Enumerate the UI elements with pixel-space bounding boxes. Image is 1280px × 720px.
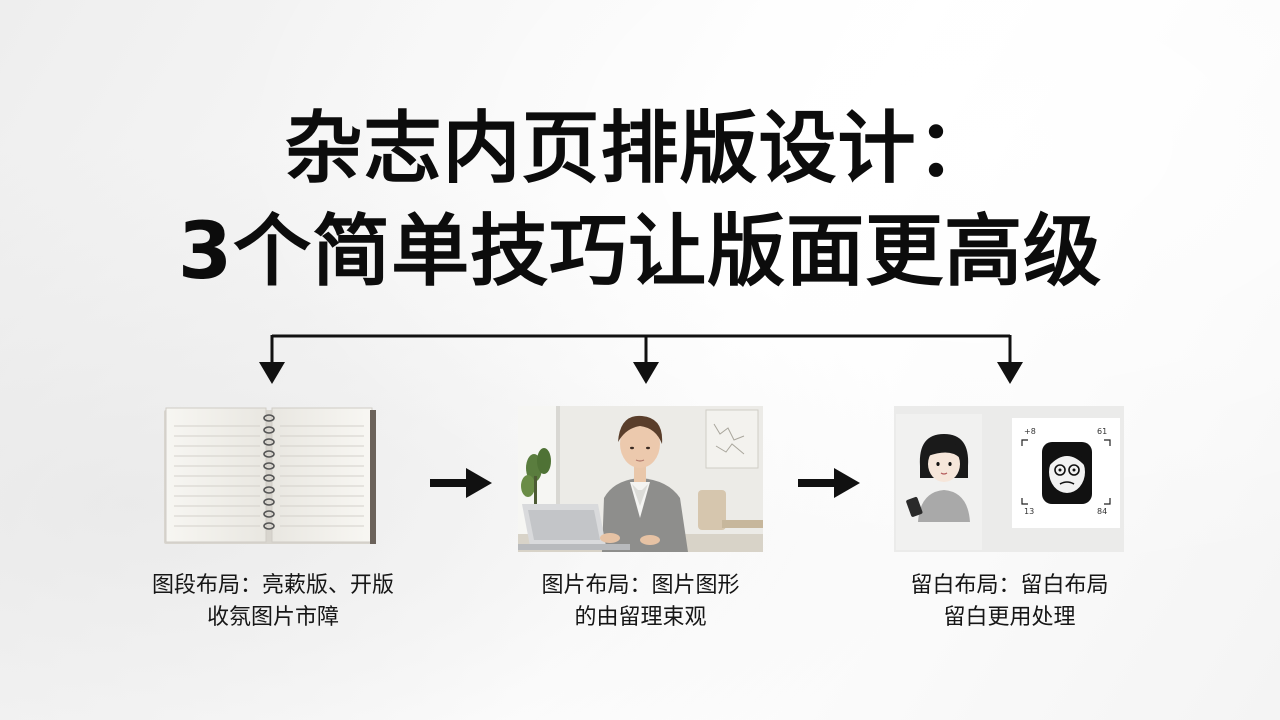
card-label: 13 (1024, 507, 1034, 516)
down-arrow-icon (259, 362, 285, 384)
caption-step-2: 图片布局：图片图形 的由留理束观 (488, 570, 793, 634)
plant-icon (521, 448, 551, 506)
caption-step-1-line1: 图段布局：亮蔌版、开版 (151, 573, 394, 598)
branch-connector (259, 334, 1023, 384)
caption-step-1-line2: 收氛图片市障 (206, 605, 339, 630)
down-arrow-icon (633, 362, 659, 384)
right-arrow-icon (798, 468, 860, 498)
page-title-line2: 3个简单技巧让版面更高级 (177, 207, 1103, 297)
right-arrow-icon (430, 468, 492, 498)
caption-step-3: 留白布局：留白布局 留白更用处理 (862, 570, 1157, 634)
page-title-line1: 杂志内页排版设计： (284, 104, 996, 194)
caption-step-2-line2: 的由留理束观 (574, 605, 707, 630)
caption-step-3-line2: 留白更用处理 (943, 605, 1076, 630)
whitespace-layout-cards: +8 61 13 84 (894, 406, 1124, 552)
caption-step-3-line1: 留白布局：留白布局 (910, 573, 1109, 598)
card-label: 84 (1097, 507, 1107, 516)
caption-step-1: 图段布局：亮蔌版、开版 收氛图片市障 (118, 570, 428, 634)
office-scene-illustration (518, 406, 763, 552)
card-label: +8 (1024, 427, 1036, 436)
notebook-illustration (160, 404, 380, 550)
down-arrow-icon (997, 362, 1023, 384)
wall-art (705, 409, 759, 469)
woman-at-laptop-photo (518, 406, 763, 552)
face-icon (1042, 442, 1092, 504)
caption-step-2-line1: 图片布局：图片图形 (541, 573, 740, 598)
girl-avatar-icon (906, 434, 970, 522)
laptop-icon (518, 504, 630, 550)
open-notebook-icon (164, 407, 376, 544)
card-label: 61 (1097, 427, 1107, 436)
spiral-binding (263, 414, 275, 530)
